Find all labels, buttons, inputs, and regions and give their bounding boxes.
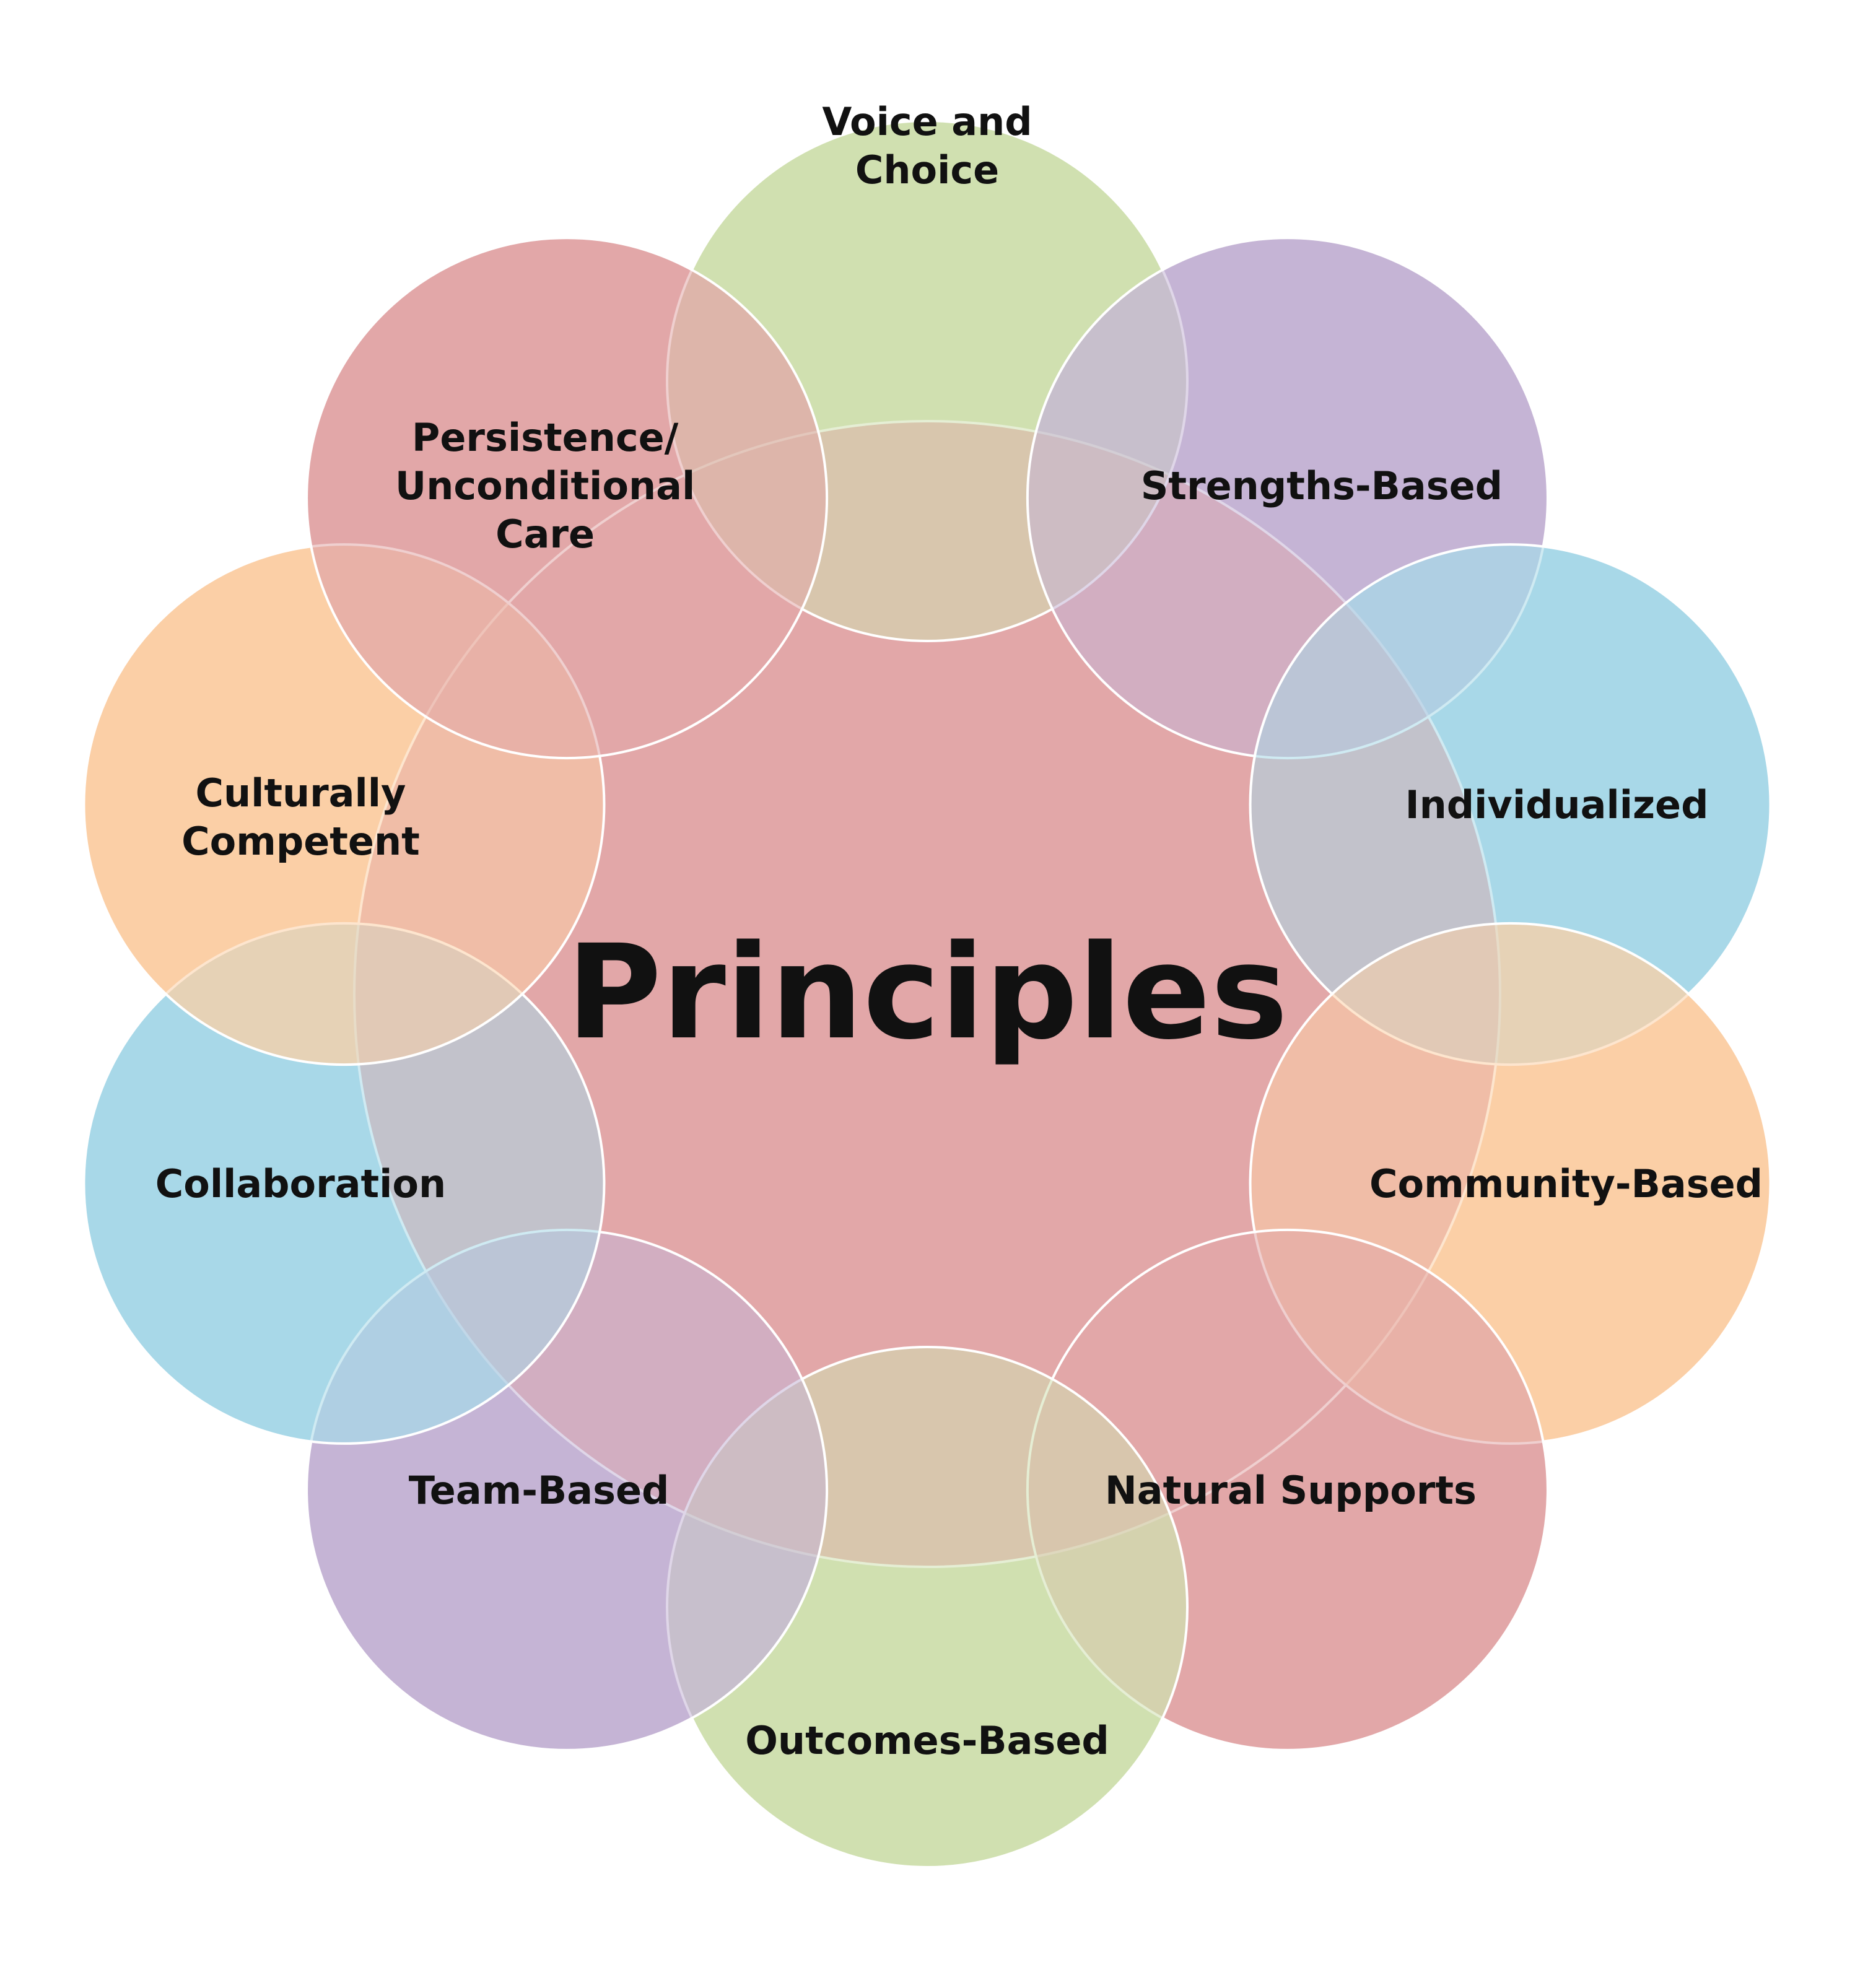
petal-label-strengths-based: Strengths-Based [1141, 463, 1503, 508]
petal-label-line: Community-Based [1369, 1161, 1763, 1206]
petal-label-line: Outcomes-Based [745, 1718, 1109, 1763]
petal-label-individualized: Individualized [1405, 782, 1709, 827]
petal-label-line: Natural Supports [1105, 1468, 1477, 1513]
petal-label-line: Strengths-Based [1141, 463, 1503, 508]
petal-label-natural-supports: Natural Supports [1105, 1468, 1477, 1513]
petal-label-line: Voice and [822, 99, 1032, 144]
petal-label-line: Competent [181, 819, 420, 864]
petal-label-line: Unconditional [395, 463, 695, 508]
petal-label-line: Care [495, 512, 595, 557]
petal-overlay-persistence-unconditional-care [305, 237, 829, 760]
petal-label-line: Team-Based [409, 1468, 670, 1513]
petal-label-line: Individualized [1405, 782, 1709, 827]
overlay-circles [82, 120, 1772, 1868]
petal-label-outcomes-based: Outcomes-Based [745, 1718, 1109, 1763]
center-label: Principles [566, 917, 1288, 1068]
petal-label-community-based: Community-Based [1369, 1161, 1763, 1206]
petal-label-team-based: Team-Based [409, 1468, 670, 1513]
petal-label-line: Choice [855, 147, 999, 193]
petal-label-line: Persistence/ [412, 415, 679, 460]
petal-label-line: Collaboration [155, 1161, 446, 1206]
petal-label-collaboration: Collaboration [155, 1161, 446, 1206]
petal-label-line: Culturally [195, 770, 406, 816]
